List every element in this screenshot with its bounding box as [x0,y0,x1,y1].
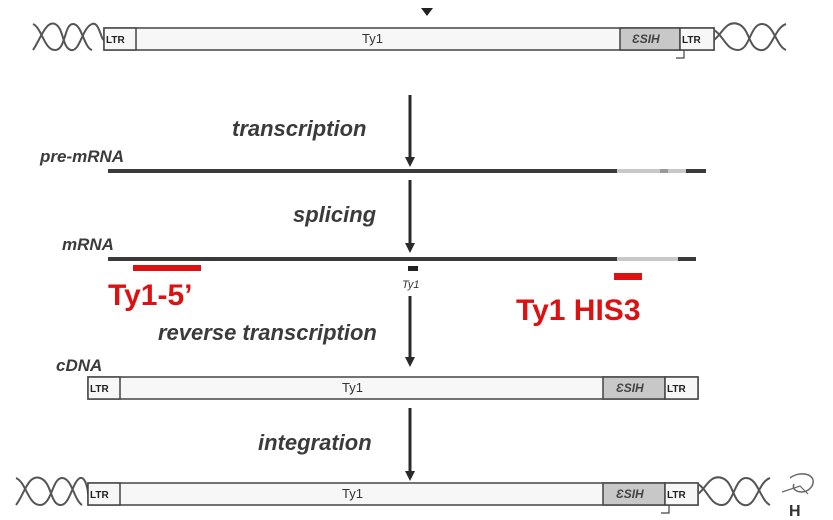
probe-ty1-5prime-label: Ty1-5’ [108,279,192,312]
ltr-box [664,376,699,400]
ltr-box [87,376,121,400]
curl-icon [789,473,814,493]
right-helix-icon [713,22,787,52]
left-helix-icon [32,22,105,51]
step-transcription: transcription [232,116,366,141]
ltr-label: LTR [106,35,125,46]
probe-ty1-his3-bar [614,273,642,280]
left-helix-icon [15,476,83,507]
ltr-box [103,27,137,51]
his3-label: ƐSIH [616,487,644,501]
mrna-label: mRNA [62,235,114,254]
left-helix-icon [32,22,93,52]
integrated-ty1-element: LTR Ty1 ƐSIH LTR [15,476,771,514]
ltr-label: LTR [90,384,109,395]
left-helix-icon [15,476,89,506]
his3-label: ƐSIH [632,32,660,46]
right-helix-icon [697,476,771,507]
ltr-label: LTR [682,35,701,46]
ltr-label: LTR [90,490,109,501]
ty1-label: Ty1 [342,486,363,501]
h-fragment-label: H [789,503,801,520]
top-marker-icon [421,8,433,16]
ty1-small-label: Ty1 [402,279,420,291]
cdna-element: LTR Ty1 ƐSIH LTR [87,376,699,400]
ltr-label: LTR [667,384,686,395]
probe-ty1-small-bar [408,266,418,271]
cdna-label: cDNA [56,356,102,375]
promoter-arrow-icon [676,50,685,59]
step-splicing: splicing [293,202,377,227]
ty1-label: Ty1 [342,380,363,395]
ty1-label: Ty1 [362,31,383,46]
pre-mrna-label: pre-mRNA [39,147,124,166]
probe-ty1-his3-label: Ty1 HIS3 [516,294,641,327]
step-integration: integration [258,430,372,455]
ltr-label: LTR [667,490,686,501]
probe-ty1-5prime-bar [133,265,201,271]
his3-label: ƐSIH [616,381,644,395]
cutoff-fragment: H [781,473,814,520]
promoter-arrow-icon [661,505,670,514]
step-reverse-transcription: reverse transcription [158,320,377,345]
ltr-box [87,482,121,506]
genomic-ty1-element: LTR Ty1 ƐSIH LTR [32,22,787,59]
